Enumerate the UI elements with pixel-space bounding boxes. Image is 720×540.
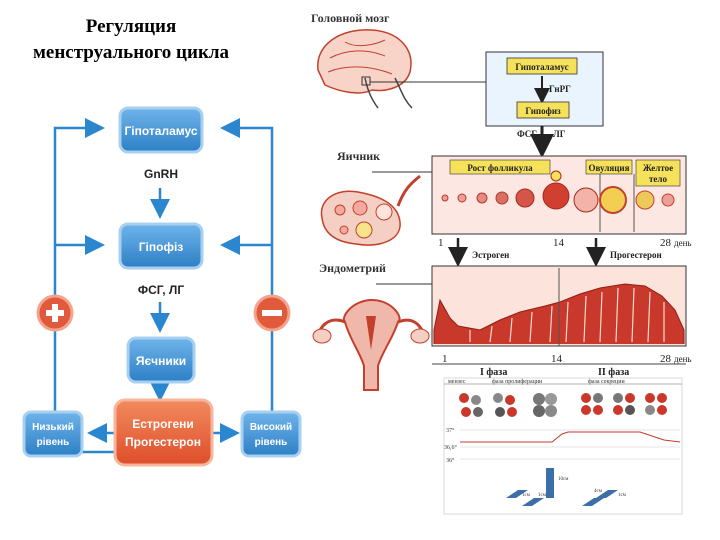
day-unit-bottom: день	[674, 354, 692, 364]
pituitary-label: Гіпофіз	[139, 240, 184, 254]
cm-4-label: 4см	[594, 489, 603, 494]
hormones-box: Естрогени Прогестерон	[113, 398, 214, 467]
follicle-growth-label: Рост фолликула	[467, 163, 533, 173]
corpus-luteum-tag	[635, 159, 681, 187]
ovary-label: Яичник	[337, 149, 380, 163]
temp-366-label: 36,6°	[444, 444, 458, 451]
phase-1-label: I фаза	[480, 367, 507, 378]
progesterone-label: Прогестерон	[125, 435, 201, 449]
pituitary-ru-label: Гипофиз	[525, 106, 561, 116]
ovulation-label: Овуляция	[589, 163, 630, 173]
low-level-line1: Низький	[32, 422, 74, 433]
low-level-line2: рівень	[37, 437, 70, 448]
endometrium-thickness-icons	[506, 468, 618, 506]
low-level-box: Низький рівень	[22, 410, 84, 458]
hypothalamus-ru-label: Гипоталамус	[515, 62, 568, 72]
day-28-top: 28	[660, 237, 672, 249]
ovaries-box: Яєчники	[126, 336, 196, 384]
minus-icon	[253, 294, 291, 332]
regulation-flowchart: Гіпоталамус GnRH Гіпофіз ФСГ, ЛГ Яєчники…	[22, 106, 302, 467]
hypothalamus-label: Гіпоталамус	[124, 124, 197, 138]
endometrium-glands	[469, 287, 665, 343]
cm-1-label: 1см	[522, 493, 531, 498]
day-14-top: 14	[553, 237, 565, 249]
gnrh-label: GnRH	[144, 167, 178, 181]
secretion-label: фаза секреции	[588, 378, 625, 385]
menstrual-cycle-diagram: Головной мозг Гипоталамус ГнРГ Гипофиз Ф…	[311, 11, 692, 515]
ovulation-tag	[585, 159, 633, 175]
plus-icon	[36, 294, 74, 332]
ovaries-label: Яєчники	[136, 354, 186, 368]
phase-2-label: II фаза	[598, 367, 629, 378]
high-level-box: Високий рівень	[240, 410, 302, 458]
ovary-illustration	[320, 174, 421, 246]
hypothalamus-tag	[506, 57, 578, 75]
cm-1c-label: 1см	[618, 493, 627, 498]
estrogens-label: Естрогени	[132, 417, 194, 431]
lh-label: ЛГ	[553, 129, 566, 139]
day-1-top: 1	[438, 237, 444, 249]
endometrium-label: Эндометрий	[319, 261, 386, 275]
slide-title: Регуляция менструального цикла	[0, 14, 262, 66]
progesterone-label: Прогестерон	[610, 250, 662, 260]
day-14-bottom: 14	[551, 353, 563, 365]
estrogen-label: Эстроген	[472, 250, 509, 260]
gnrh-ru-label: ГнРГ	[549, 84, 571, 94]
cm-1b-label: 1см	[538, 493, 547, 498]
menses-label: мензес	[448, 379, 466, 385]
uterus-illustration	[312, 298, 430, 391]
follicles	[441, 170, 675, 214]
right-feedback-line	[220, 118, 274, 435]
high-level-line2: рівень	[255, 437, 288, 448]
proliferation-label: фаза пролиферации	[492, 378, 543, 385]
high-level-line1: Високий	[250, 422, 292, 433]
corpus-luteum-line1: Желтое	[643, 163, 673, 173]
fsh-label: ФСГ	[517, 129, 537, 139]
fsh-lh-label: ФСГ, ЛГ	[138, 283, 184, 297]
brain-label: Головной мозг	[311, 11, 390, 25]
brain-illustration	[317, 29, 413, 109]
follicle-growth-tag	[449, 159, 551, 175]
pituitary-tag	[516, 101, 570, 119]
temp-37-label: 37°	[446, 427, 455, 434]
day-1-bottom: 1	[442, 353, 448, 365]
day-28-bottom: 28	[660, 353, 672, 365]
basal-temperature-line	[460, 431, 681, 443]
title-line-1: Регуляция	[85, 16, 177, 37]
pituitary-box: Гіпофіз	[118, 222, 204, 270]
left-feedback-line	[53, 118, 115, 454]
temp-36-label: 36°	[446, 457, 455, 464]
cell-clusters	[458, 392, 670, 418]
title-line-2: менструального цикла	[32, 42, 230, 63]
hypothalamus-box: Гіпоталамус	[118, 106, 204, 154]
corpus-luteum-line2: тело	[649, 174, 667, 184]
day-unit-top: день	[674, 238, 692, 248]
cm-10-label: 10см	[558, 477, 569, 482]
